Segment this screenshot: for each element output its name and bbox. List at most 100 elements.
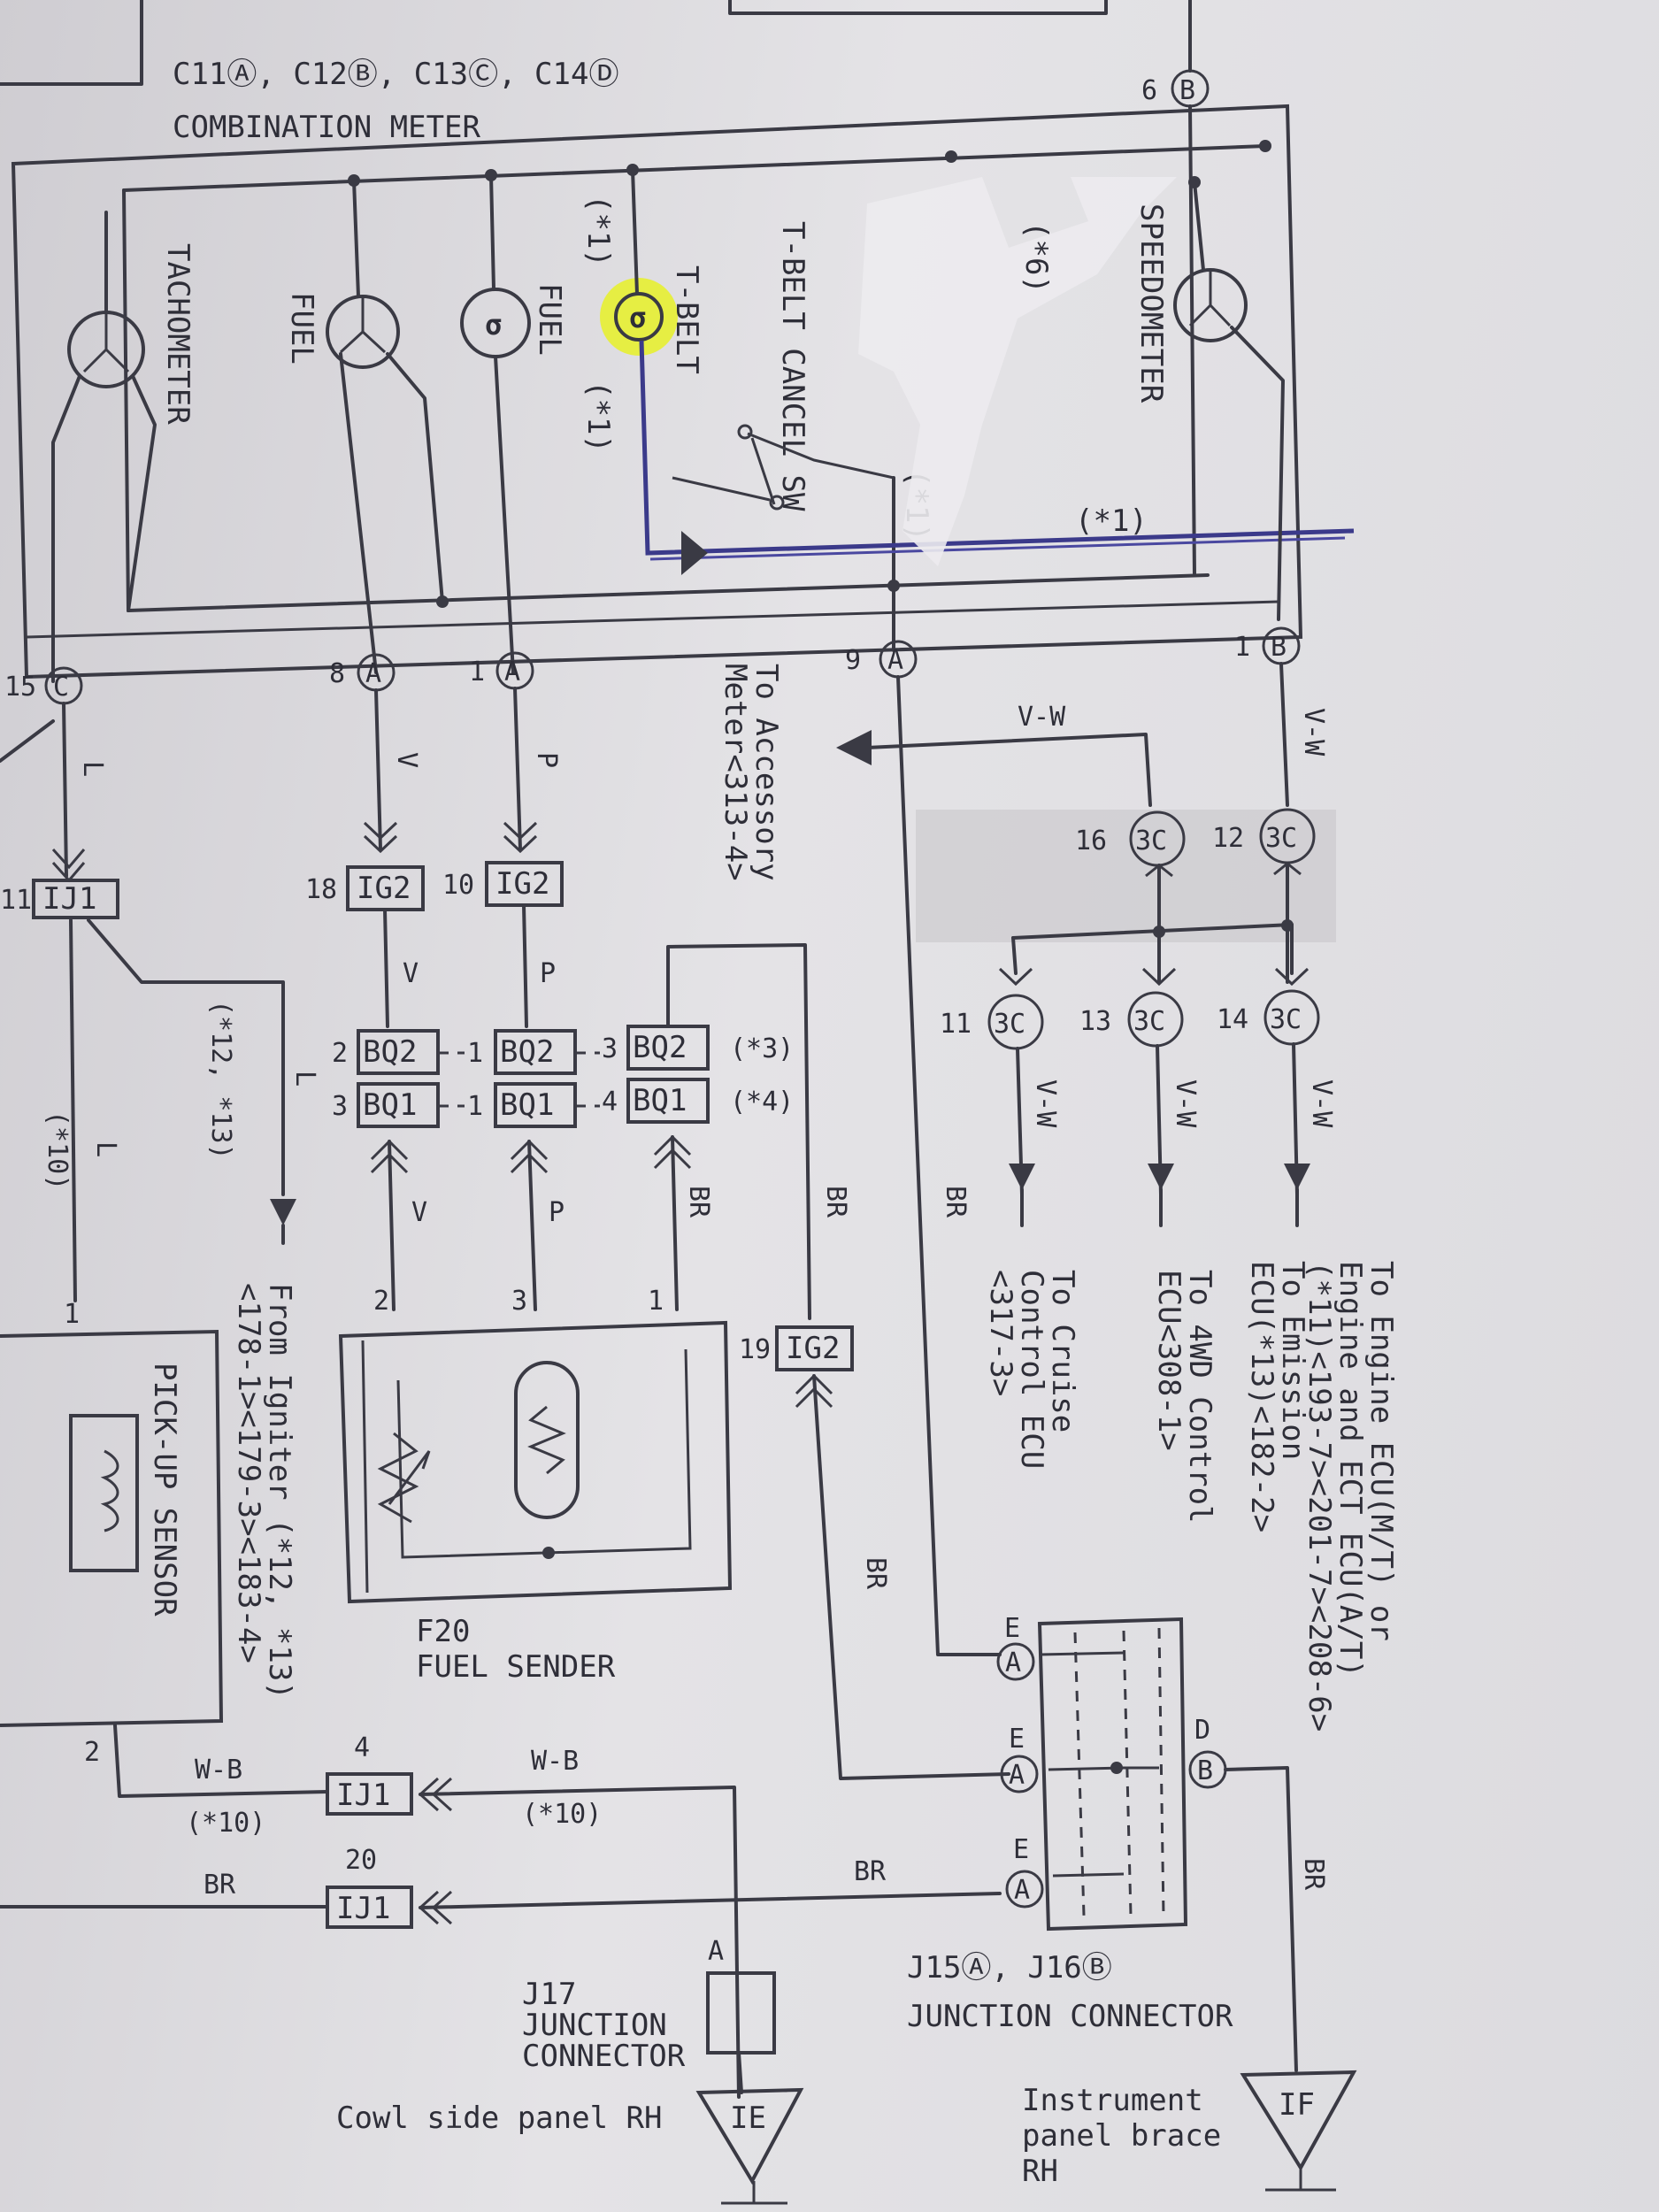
pin-1a-number: 1 [469, 657, 485, 687]
conn-ij1-top [32, 879, 119, 919]
sender-float [514, 1361, 580, 1519]
wb-label-left: W-B [195, 1755, 242, 1786]
wire-wb-left [113, 1724, 329, 1798]
j15-pin-1 [996, 1642, 1035, 1681]
sender-leads [388, 1135, 679, 1311]
eng-line3: (*11)<193-7><201-7><208-6> [1302, 1261, 1337, 1732]
wire-p3-label: P [549, 1197, 565, 1228]
note10-right: (*10) [522, 1799, 602, 1830]
sender-pin3: 3 [511, 1286, 527, 1317]
pickup-label: PICK-UP SENSOR [147, 1363, 182, 1617]
note-10: (*10) [42, 1110, 73, 1190]
cruise-line3: <317-3> [983, 1270, 1018, 1396]
eng-line5: ECU(*13)<182-2> [1244, 1261, 1279, 1532]
fuel-sender-label: FUEL SENDER [416, 1649, 616, 1685]
pin-15c-number: 15 [4, 672, 36, 703]
igniter-line1: From Igniter (*12, *13) [262, 1283, 297, 1700]
wire-v [374, 688, 382, 851]
pin-6b-number: 6 [1141, 75, 1157, 106]
wire-vw-accessory [865, 733, 1152, 807]
junction-connector-label: JUNCTION CONNECTOR [907, 1999, 1233, 2034]
ig2-19-pin: 19 [739, 1334, 771, 1365]
bq-b-pin1: 1 [467, 1038, 483, 1069]
wire-ij1-down [69, 918, 77, 1302]
wire-br-9a [896, 675, 1002, 1656]
j15-pin-2-label: A [1009, 1760, 1025, 1791]
handdrawn-blue-line [639, 340, 1355, 556]
wire-br-2: BR [683, 1186, 714, 1218]
meter-inner-bottom [26, 600, 1279, 639]
j15-pin-3 [1005, 1870, 1044, 1909]
wire-l [0, 702, 68, 878]
top-left-fragment [0, 0, 143, 86]
j15-label: J15Ⓐ, J16Ⓑ [907, 1950, 1112, 1985]
inst-line3: RH [1022, 2154, 1058, 2189]
br-label-right: BR [854, 1856, 887, 1887]
meter-bottom-rail [127, 573, 1210, 612]
ig2-10-label: IG2 [495, 866, 549, 902]
fwd-line2: ECU<308-1> [1151, 1270, 1187, 1451]
igniter-line2: <178-1><179-3><183-4> [231, 1283, 266, 1663]
j15-pin-2-e: E [1009, 1724, 1025, 1755]
bq2-c-label: BQ2 [633, 1030, 687, 1065]
bq-c-pin4: 4 [602, 1087, 618, 1118]
fuel-gauge-label: FUEL [284, 292, 319, 365]
speedometer-leads [1193, 180, 1285, 621]
tbelt-label: T-BELT [669, 265, 704, 374]
ground-if [1240, 2070, 1357, 2171]
j16-pin-d: D [1194, 1715, 1210, 1746]
wire-p2-label: P [540, 958, 556, 989]
conn-ig2-19 [775, 1325, 854, 1371]
pin-9a-number: 9 [845, 645, 861, 676]
tbelt-lead-top [631, 168, 639, 296]
splice-13-label: 3C [1133, 1006, 1165, 1037]
ij1-pin: 11 [0, 885, 32, 916]
eng-line1: To Engine ECU(M/T) or [1363, 1261, 1399, 1641]
ground-ie [695, 2087, 804, 2185]
meter-title: COMBINATION METER [173, 110, 481, 145]
bq-a-pin2: 2 [332, 1038, 348, 1069]
fuel-gauge-symbol [339, 298, 387, 354]
bq2-b-label: BQ2 [500, 1034, 554, 1070]
inst-line1: Instrument [1022, 2083, 1203, 2118]
splice-14-label: 3C [1270, 1004, 1302, 1035]
combination-meter-outline [11, 104, 1303, 680]
br-label-left: BR [204, 1870, 236, 1901]
splice-11-pin: 11 [940, 1009, 972, 1040]
conn-bq1-c [626, 1078, 710, 1124]
speedometer-label: SPEEDOMETER [1133, 204, 1169, 403]
pin-9a-letter: A [887, 645, 903, 676]
wire-vw-label: V-W [1018, 702, 1066, 733]
speedo-note6: (*6) [1018, 221, 1054, 294]
pin-1a-letter: A [504, 657, 520, 687]
wire-p [513, 687, 522, 851]
tbelt-note-top: (*1) [580, 195, 616, 267]
cancel-switch-contacts [672, 432, 895, 505]
fuel-warning-label: FUEL [532, 283, 567, 356]
splice-13-pin: 13 [1079, 1006, 1111, 1037]
speedo-note1: (*1) [1075, 503, 1148, 539]
fuel-warning-leads [489, 173, 515, 674]
wire-vw-13: V-W [1170, 1079, 1201, 1128]
fuel-gauge-leads [339, 179, 444, 674]
j15-pin-1-label: A [1005, 1647, 1021, 1678]
pickup-coil [100, 1449, 119, 1532]
pin-8a-number: 8 [329, 658, 345, 689]
wire-vw-1b-label: V-W [1298, 708, 1329, 757]
wire-l-igniter: L [289, 1071, 320, 1087]
wire-ij1-igniter [87, 918, 285, 1196]
ground-ie-label: IE [730, 2101, 766, 2136]
whiteout-smudge [858, 177, 1177, 566]
bq1-a-label: BQ1 [363, 1087, 417, 1123]
fuel-sender-box [338, 1320, 733, 1604]
bq-a-pin3: 3 [332, 1091, 348, 1122]
tbelt-cancel-label: T-BELT CANCEL SW [775, 221, 810, 511]
wire-vw-11: V-W [1030, 1079, 1061, 1128]
splice-12-pin: 12 [1212, 823, 1244, 854]
tbelt-highlight [600, 278, 678, 356]
ground-if-label: IF [1279, 2087, 1315, 2123]
j17-line3: CONNECTOR [522, 2039, 686, 2074]
ij1-4-pin: 4 [354, 1732, 370, 1763]
j15-pin-1-e: E [1004, 1613, 1020, 1644]
